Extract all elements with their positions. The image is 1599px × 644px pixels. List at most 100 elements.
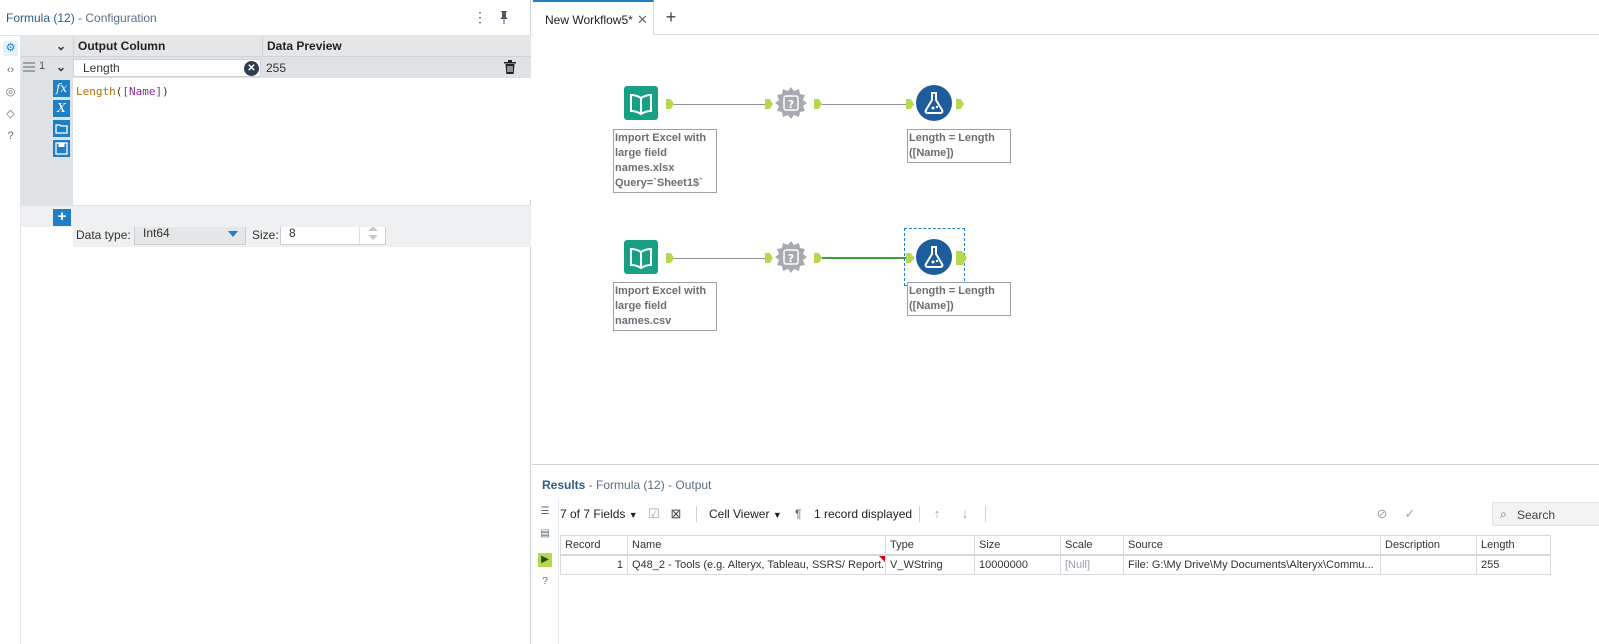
cell-length[interactable]: 255 bbox=[1477, 555, 1551, 575]
input-data-tool[interactable] bbox=[624, 240, 658, 274]
gear-icon[interactable]: ⚙ bbox=[3, 41, 18, 56]
size-value: 8 bbox=[289, 226, 296, 240]
pilcrow-icon[interactable]: ¶ bbox=[795, 507, 802, 521]
expression-editor[interactable]: fx X Length([Name]) Data type: Int64 Siz… bbox=[21, 78, 531, 247]
results-subtitle: - Formula (12) - Output bbox=[585, 478, 712, 492]
annotation-icon[interactable]: ◎ bbox=[5, 86, 16, 98]
expression-close-paren: ) bbox=[162, 85, 169, 98]
expression-function: Length bbox=[76, 85, 116, 98]
configuration-header: Formula (12) - Configuration ⋮ bbox=[0, 0, 531, 36]
unknown-tool[interactable]: ? bbox=[774, 86, 808, 120]
expression-open-paren: ( bbox=[115, 85, 123, 98]
tab-new-workflow5[interactable]: New Workflow5* ✕ bbox=[533, 0, 654, 35]
column-header-source[interactable]: Source bbox=[1124, 535, 1381, 555]
book-icon bbox=[630, 93, 652, 116]
output-anchor[interactable] bbox=[956, 99, 964, 109]
fields-dropdown[interactable]: 7 of 7 Fields ▼ bbox=[560, 507, 638, 521]
function-icon[interactable]: fx bbox=[53, 80, 70, 97]
arrow-down-icon[interactable]: ↓ bbox=[961, 506, 969, 521]
column-header-type[interactable]: Type bbox=[886, 535, 975, 555]
clear-output-icon[interactable]: ✕ bbox=[244, 61, 259, 76]
checkbox-icon[interactable]: ☑ bbox=[648, 506, 660, 521]
help-icon[interactable]: ? bbox=[542, 576, 548, 587]
caret-down-icon: ▼ bbox=[772, 510, 782, 520]
expand-row-chevron-icon[interactable]: ⌄ bbox=[55, 60, 67, 74]
connection-line-active bbox=[822, 257, 914, 259]
cell-description[interactable] bbox=[1381, 555, 1477, 575]
output-anchor[interactable] bbox=[666, 99, 674, 109]
input-anchor[interactable] bbox=[906, 99, 914, 109]
new-tab-button[interactable]: + bbox=[665, 7, 677, 27]
question-gear-icon: ? bbox=[775, 87, 807, 119]
list-icon[interactable]: ☰ bbox=[540, 506, 550, 517]
cell-viewer-dropdown[interactable]: Cell Viewer ▼ bbox=[709, 507, 782, 521]
workflow-canvas[interactable]: ? Import Excel with large field names.xl… bbox=[532, 36, 1599, 464]
collapse-all-chevron-icon[interactable]: ⌄ bbox=[55, 39, 67, 53]
book-icon bbox=[630, 247, 652, 270]
input-anchor[interactable] bbox=[906, 253, 914, 263]
formula-tool-annotation[interactable]: Length = Length ([Name]) bbox=[907, 129, 1011, 163]
configuration-side-toolbar: ⚙ ‹› ◎ ◇ ? bbox=[0, 36, 21, 644]
variable-icon[interactable]: X bbox=[53, 100, 70, 117]
data-preview-value: 255 bbox=[266, 61, 287, 75]
cell-type[interactable]: V_WString bbox=[886, 555, 975, 575]
column-header-length[interactable]: Length bbox=[1477, 535, 1551, 555]
column-header-scale[interactable]: Scale bbox=[1061, 535, 1124, 555]
cell-record[interactable]: 1 bbox=[560, 555, 628, 575]
dropdown-caret-icon bbox=[228, 231, 238, 237]
save-expression-icon[interactable] bbox=[53, 140, 70, 157]
formula-tool-selected[interactable] bbox=[916, 239, 952, 275]
drag-handle-icon[interactable] bbox=[23, 62, 35, 72]
anchor-output-icon[interactable]: ▶ bbox=[538, 553, 552, 567]
output-anchor[interactable] bbox=[814, 99, 822, 109]
input-anchor[interactable] bbox=[765, 253, 773, 263]
cell-viewer-label: Cell Viewer bbox=[709, 507, 770, 521]
tool-name: Formula (12) bbox=[6, 11, 75, 25]
arrow-up-icon[interactable]: ↑ bbox=[933, 506, 941, 521]
size-input[interactable]: 8 bbox=[280, 222, 386, 245]
row-number: 1 bbox=[39, 60, 46, 72]
apply-check-icon[interactable]: ✓ bbox=[1404, 506, 1416, 521]
configuration-subtitle: - Configuration bbox=[74, 11, 157, 25]
output-anchor[interactable] bbox=[814, 253, 822, 263]
formula-tool-annotation[interactable]: Length = Length ([Name]) bbox=[907, 282, 1011, 316]
cancel-icon[interactable]: ⊘ bbox=[1376, 506, 1388, 521]
unknown-tool[interactable]: ? bbox=[774, 240, 808, 274]
metadata-icon[interactable]: ▤ bbox=[540, 528, 550, 539]
input-tool-annotation[interactable]: Import Excel with large field names.csv bbox=[613, 282, 717, 331]
flask-icon bbox=[924, 92, 944, 114]
cell-name[interactable]: Q48_2 - Tools (e.g. Alteryx, Tableau, SS… bbox=[628, 555, 886, 575]
column-header-record[interactable]: Record bbox=[560, 535, 628, 555]
tag-icon[interactable]: ◇ bbox=[6, 108, 15, 120]
output-column-input[interactable]: Length bbox=[73, 59, 261, 77]
size-spinner-icon[interactable] bbox=[359, 223, 385, 244]
connection-line bbox=[673, 258, 765, 259]
input-anchor[interactable] bbox=[765, 99, 773, 109]
output-anchor[interactable] bbox=[666, 253, 674, 263]
column-header-description[interactable]: Description bbox=[1381, 535, 1477, 555]
code-icon[interactable]: ‹› bbox=[6, 64, 15, 76]
more-options-icon[interactable]: ⋮ bbox=[473, 9, 487, 25]
clear-filter-icon[interactable]: ⊠ bbox=[670, 506, 682, 521]
close-tab-icon[interactable]: ✕ bbox=[637, 12, 648, 27]
column-header-size[interactable]: Size bbox=[975, 535, 1061, 555]
search-input[interactable]: ⌕ Search bbox=[1492, 502, 1599, 526]
input-tool-annotation[interactable]: Import Excel with large field names.xlsx… bbox=[613, 129, 717, 193]
expression-text[interactable]: Length([Name]) bbox=[76, 85, 169, 98]
cell-source[interactable]: File: G:\My Drive\My Documents\Alteryx\C… bbox=[1124, 555, 1381, 575]
results-panel: Results - Formula (12) - Output ☰ ▤ ▶ ? … bbox=[532, 464, 1599, 644]
results-label: Results bbox=[542, 478, 586, 492]
cell-name-text: Q48_2 - Tools (e.g. Alteryx, Tableau, SS… bbox=[632, 559, 886, 571]
output-anchor[interactable] bbox=[956, 251, 967, 265]
pin-icon[interactable] bbox=[496, 9, 512, 25]
results-toolbar: 7 of 7 Fields ▼ ☑ ⊠ Cell Viewer ▼ ¶ 1 re… bbox=[560, 501, 1599, 527]
add-formula-button[interactable]: + bbox=[53, 209, 71, 226]
formula-tool[interactable] bbox=[916, 85, 952, 121]
column-header-name[interactable]: Name bbox=[628, 535, 886, 555]
cell-scale[interactable]: [Null] bbox=[1061, 555, 1124, 575]
help-icon[interactable]: ? bbox=[7, 130, 14, 142]
cell-size[interactable]: 10000000 bbox=[975, 555, 1061, 575]
open-expression-icon[interactable] bbox=[53, 120, 70, 137]
input-data-tool[interactable] bbox=[624, 86, 658, 120]
delete-row-icon[interactable] bbox=[502, 59, 518, 76]
